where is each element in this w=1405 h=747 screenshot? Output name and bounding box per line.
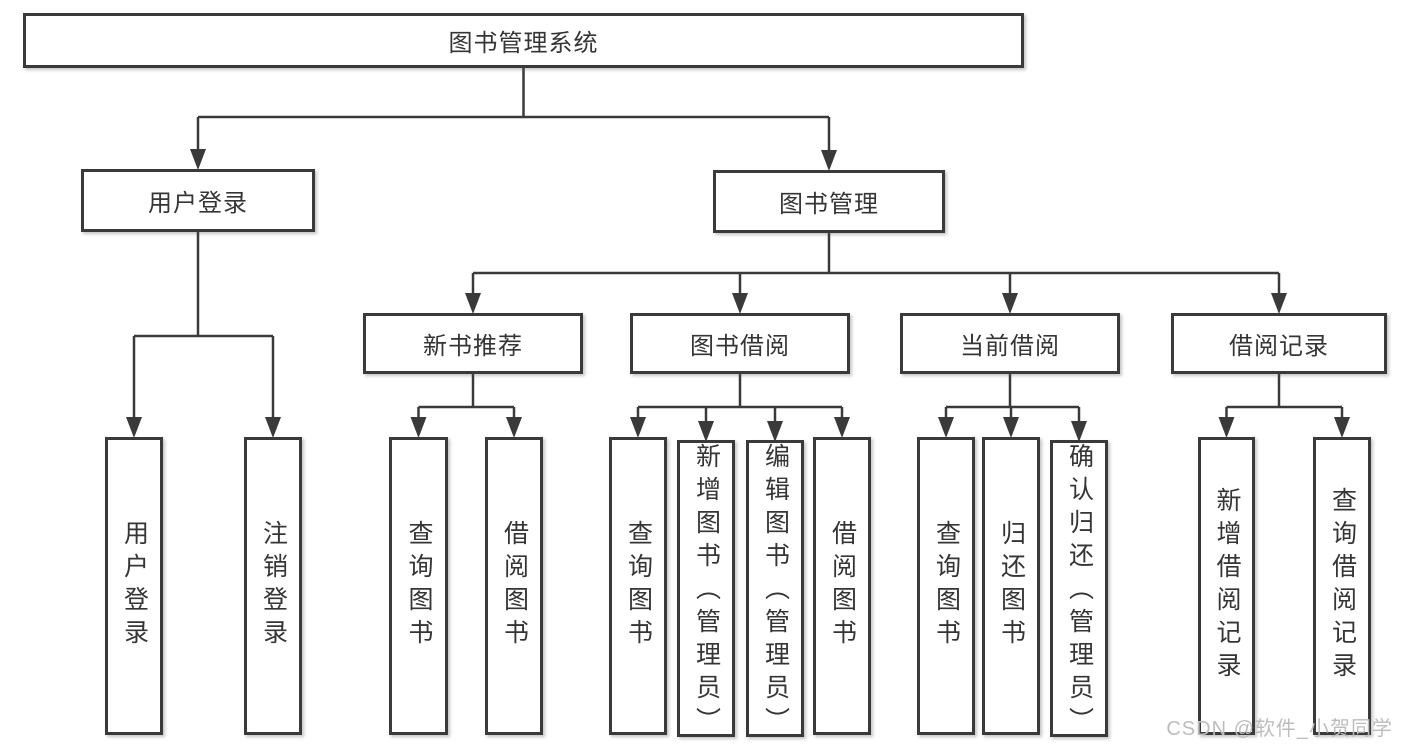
- leaf-label: 新增借阅记录: [1213, 487, 1241, 685]
- leaf-label: 查询图书: [405, 520, 433, 652]
- leaf-label: 查询图书: [932, 520, 961, 652]
- leaf-label: 查询借阅记录: [1328, 487, 1357, 685]
- leaf-borrow-borrow: 借阅图书: [813, 437, 871, 735]
- leaf-newbook-query: 查询图书: [389, 437, 448, 735]
- node-label: 新书推荐: [423, 333, 523, 360]
- node-label: 图书管理系统: [448, 30, 599, 57]
- leaf-user-login: 用户登录: [105, 437, 163, 735]
- leaf-label: 借阅图书: [500, 520, 529, 652]
- node-label: 图书管理: [779, 191, 879, 218]
- node-label: 借阅记录: [1229, 333, 1329, 360]
- leaf-borrow-edit-admin: 编辑图书（管理员）: [746, 440, 804, 740]
- leaf-current-query: 查询图书: [917, 437, 975, 735]
- leaf-current-confirm-admin: 确认归还（管理员）: [1050, 440, 1108, 740]
- csdn-watermark: CSDN @软件_小贺同学: [1166, 718, 1393, 740]
- leaf-newbook-borrow: 借阅图书: [485, 437, 543, 735]
- node-label: 当前借阅: [960, 333, 1060, 360]
- leaf-borrow-query: 查询图书: [609, 437, 667, 735]
- node-root: 图书管理系统: [23, 13, 1024, 68]
- node-borrow-records: 借阅记录: [1171, 313, 1387, 374]
- node-label: 用户登录: [148, 190, 248, 217]
- node-book-borrow: 图书借阅: [630, 313, 850, 374]
- leaf-current-return: 归还图书: [982, 437, 1040, 735]
- node-user-login-group: 用户登录: [81, 169, 315, 232]
- leaf-records-add: 新增借阅记录: [1198, 437, 1255, 735]
- leaf-label: 归还图书: [997, 520, 1026, 652]
- node-book-management: 图书管理: [713, 170, 945, 233]
- leaf-label: 编辑图书（管理员）: [761, 443, 790, 740]
- node-current-borrow: 当前借阅: [900, 313, 1120, 374]
- leaf-label: 借阅图书: [828, 520, 857, 652]
- leaf-label: 注销登录: [259, 520, 288, 652]
- node-label: 图书借阅: [690, 333, 790, 360]
- leaf-logout: 注销登录: [244, 437, 302, 735]
- node-new-book-recommend: 新书推荐: [363, 313, 583, 374]
- leaf-borrow-add-admin: 新增图书（管理员）: [677, 440, 735, 740]
- leaf-records-query: 查询借阅记录: [1313, 437, 1371, 735]
- leaf-label: 用户登录: [120, 520, 149, 652]
- leaf-label: 新增图书（管理员）: [692, 443, 721, 740]
- leaf-label: 查询图书: [624, 520, 653, 652]
- leaf-label: 确认归还（管理员）: [1065, 443, 1094, 740]
